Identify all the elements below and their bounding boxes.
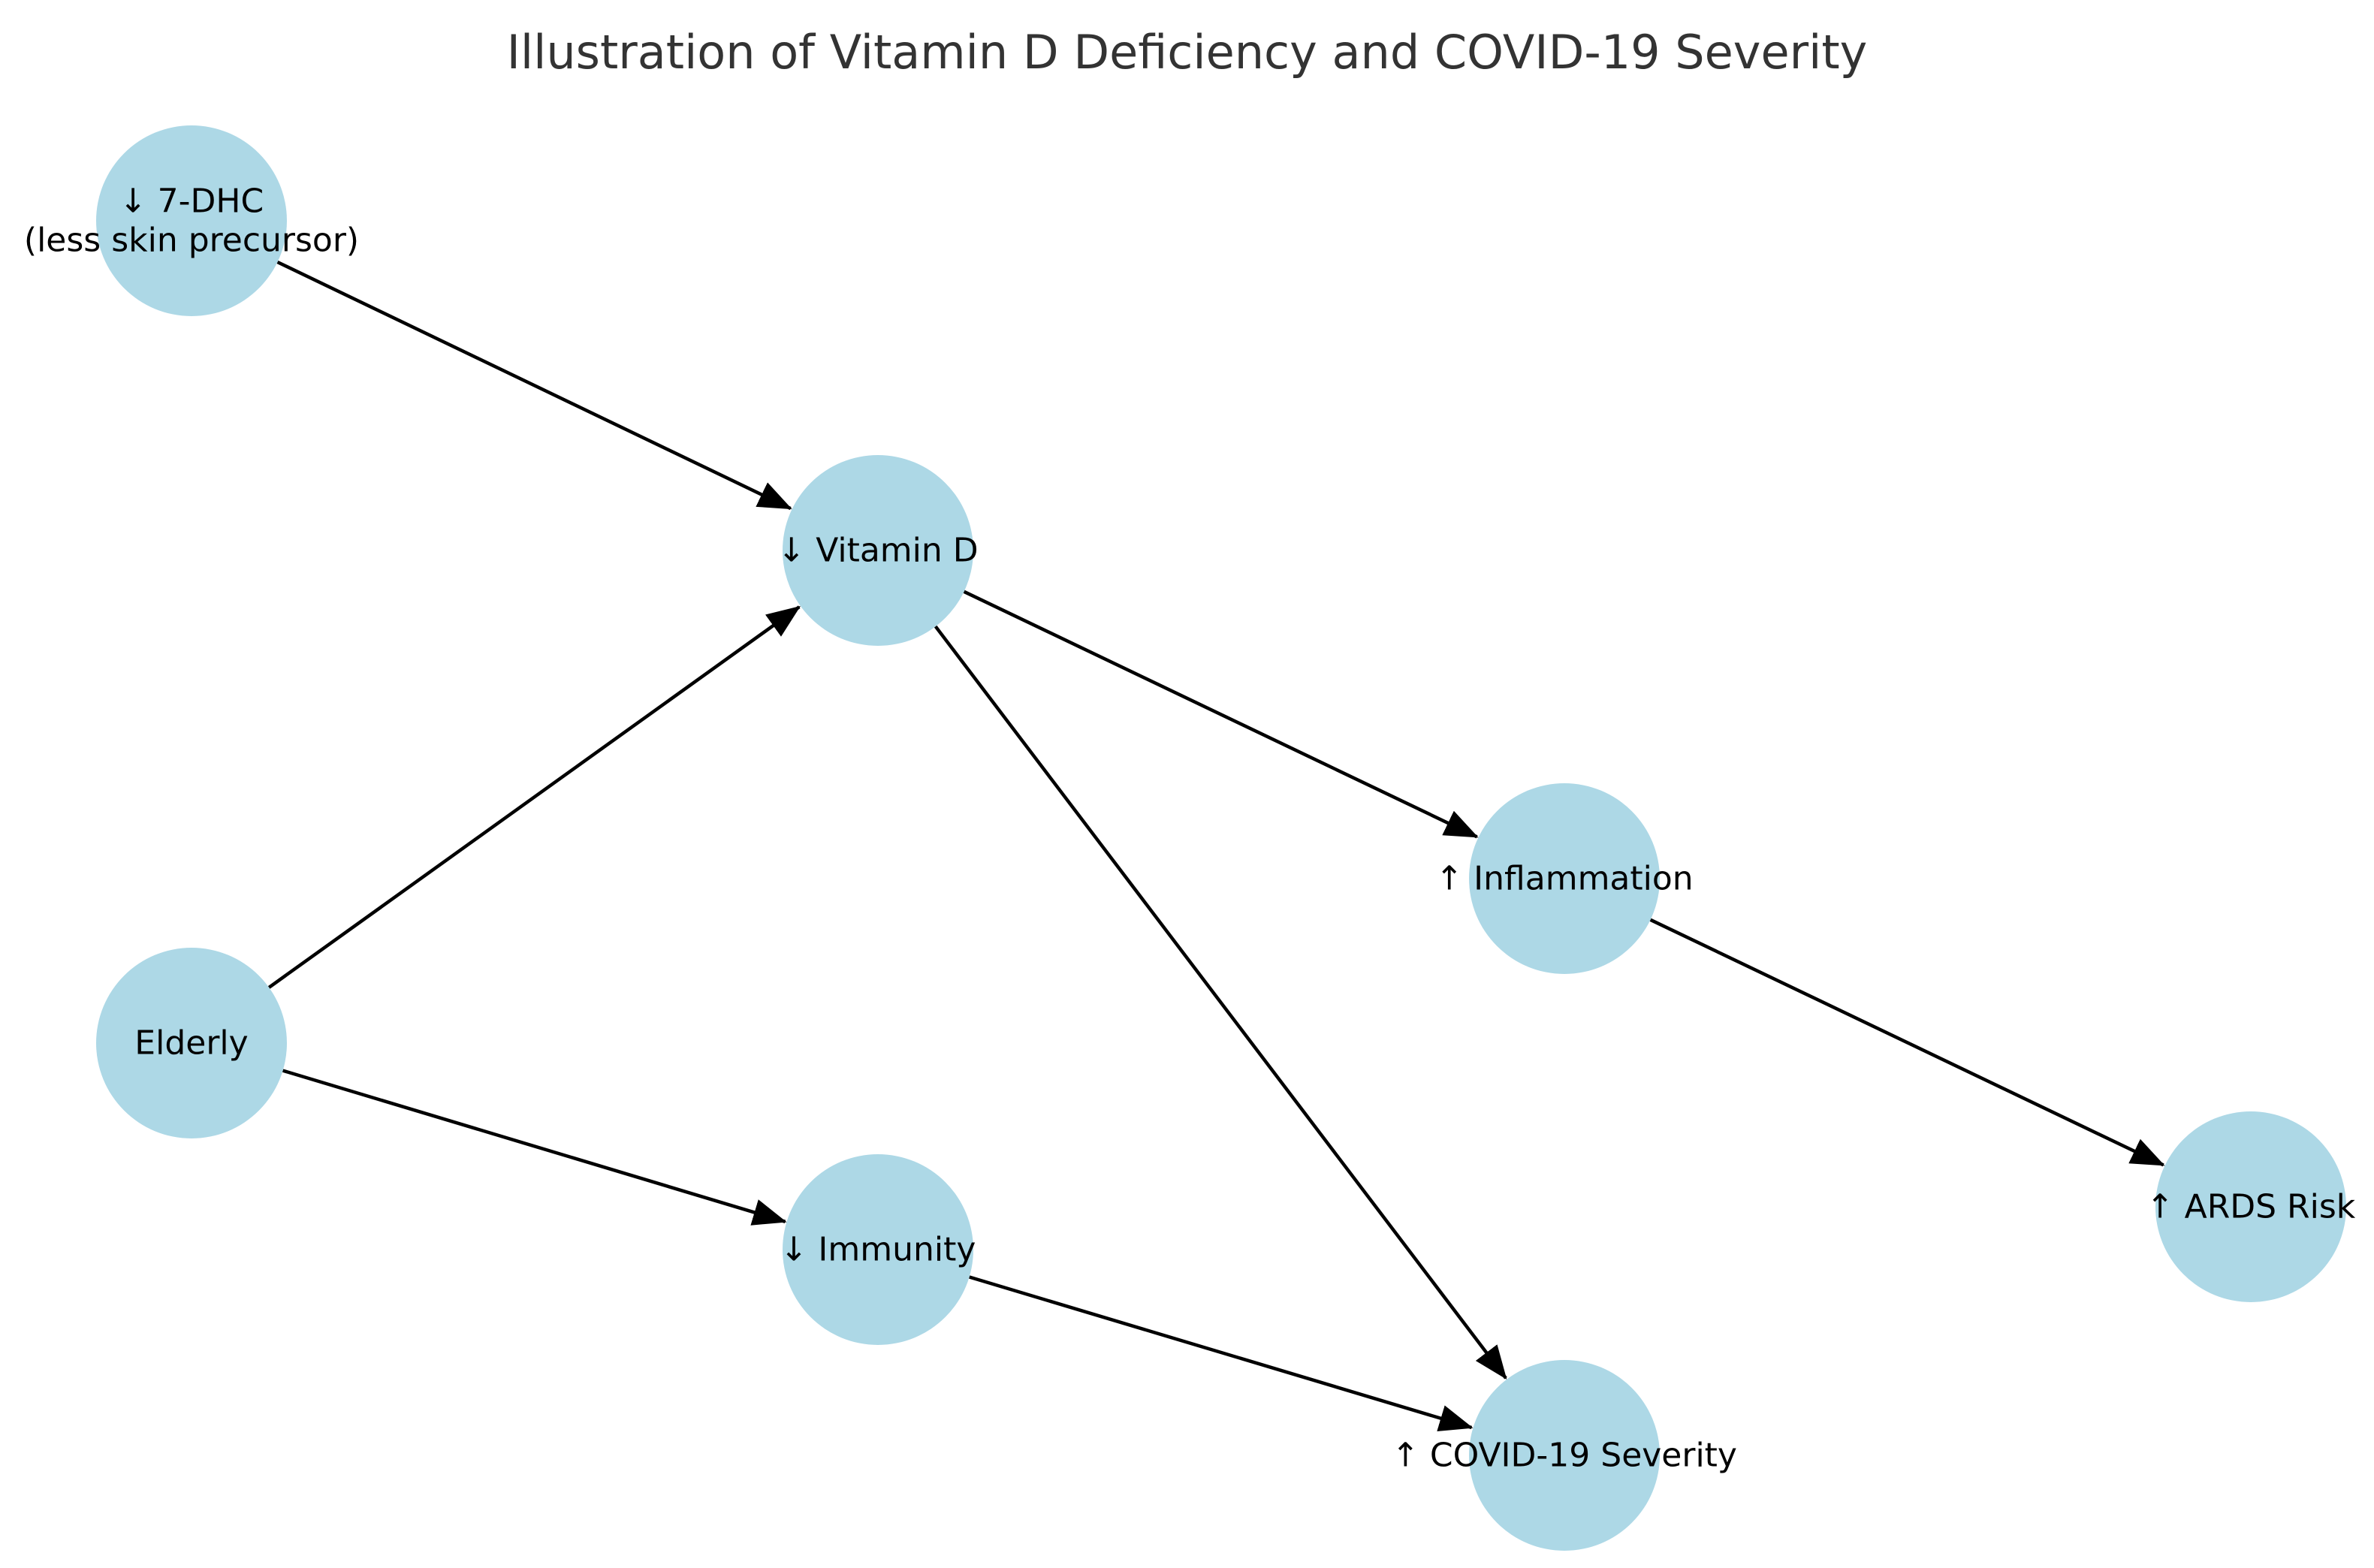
diagram-title: Illustration of Vitamin D Deficiency and… (506, 25, 1868, 80)
node-label-dhc-line-2: (less skin precursor) (24, 222, 359, 260)
edge-arrow-vitd-to-covid (934, 625, 1507, 1380)
edge-arrow-inflammation-to-ards (1649, 918, 2165, 1167)
node-circle-immunity (783, 1154, 973, 1345)
node-immunity: ↓ Immunity (780, 1154, 976, 1345)
node-vitd: ↓ Vitamin D (777, 455, 979, 646)
node-dhc: ↓ 7-DHC(less skin precursor) (24, 125, 359, 316)
node-inflammation: ↑ Inflammation (1435, 783, 1694, 974)
edge-arrow-dhc-to-vitd (276, 260, 792, 511)
node-covid: ↑ COVID-19 Severity (1392, 1360, 1737, 1551)
node-circle-inflammation (1469, 783, 1660, 974)
edge-arrow-elderly-to-vitd (267, 605, 801, 989)
edge-arrow-immunity-to-covid (969, 1275, 1474, 1431)
node-label-immunity: ↓ Immunity (780, 1231, 976, 1269)
edge-arrow-elderly-to-immunity (282, 1069, 787, 1226)
node-label-ards: ↑ ARDS Risk (2146, 1188, 2356, 1226)
node-elderly: Elderly (96, 948, 287, 1138)
node-label-covid: ↑ COVID-19 Severity (1392, 1437, 1737, 1475)
node-circle-ards (2155, 1111, 2346, 1302)
node-circle-vitd (783, 455, 973, 646)
node-label-elderly: Elderly (134, 1024, 248, 1063)
edge-arrow-vitd-to-inflammation (963, 590, 1479, 839)
node-label-vitd: ↓ Vitamin D (777, 532, 978, 570)
node-circle-elderly (96, 948, 287, 1138)
edges-layer (267, 260, 2165, 1431)
node-circle-dhc (96, 125, 287, 316)
node-ards: ↑ ARDS Risk (2146, 1111, 2356, 1302)
node-circle-covid (1469, 1360, 1660, 1551)
node-label-inflammation: ↑ Inflammation (1435, 860, 1693, 898)
nodes-layer: ↓ 7-DHC(less skin precursor) ↓ Vitamin D E… (24, 125, 2356, 1551)
node-label-dhc-line-1: ↓ 7-DHC (119, 182, 264, 221)
